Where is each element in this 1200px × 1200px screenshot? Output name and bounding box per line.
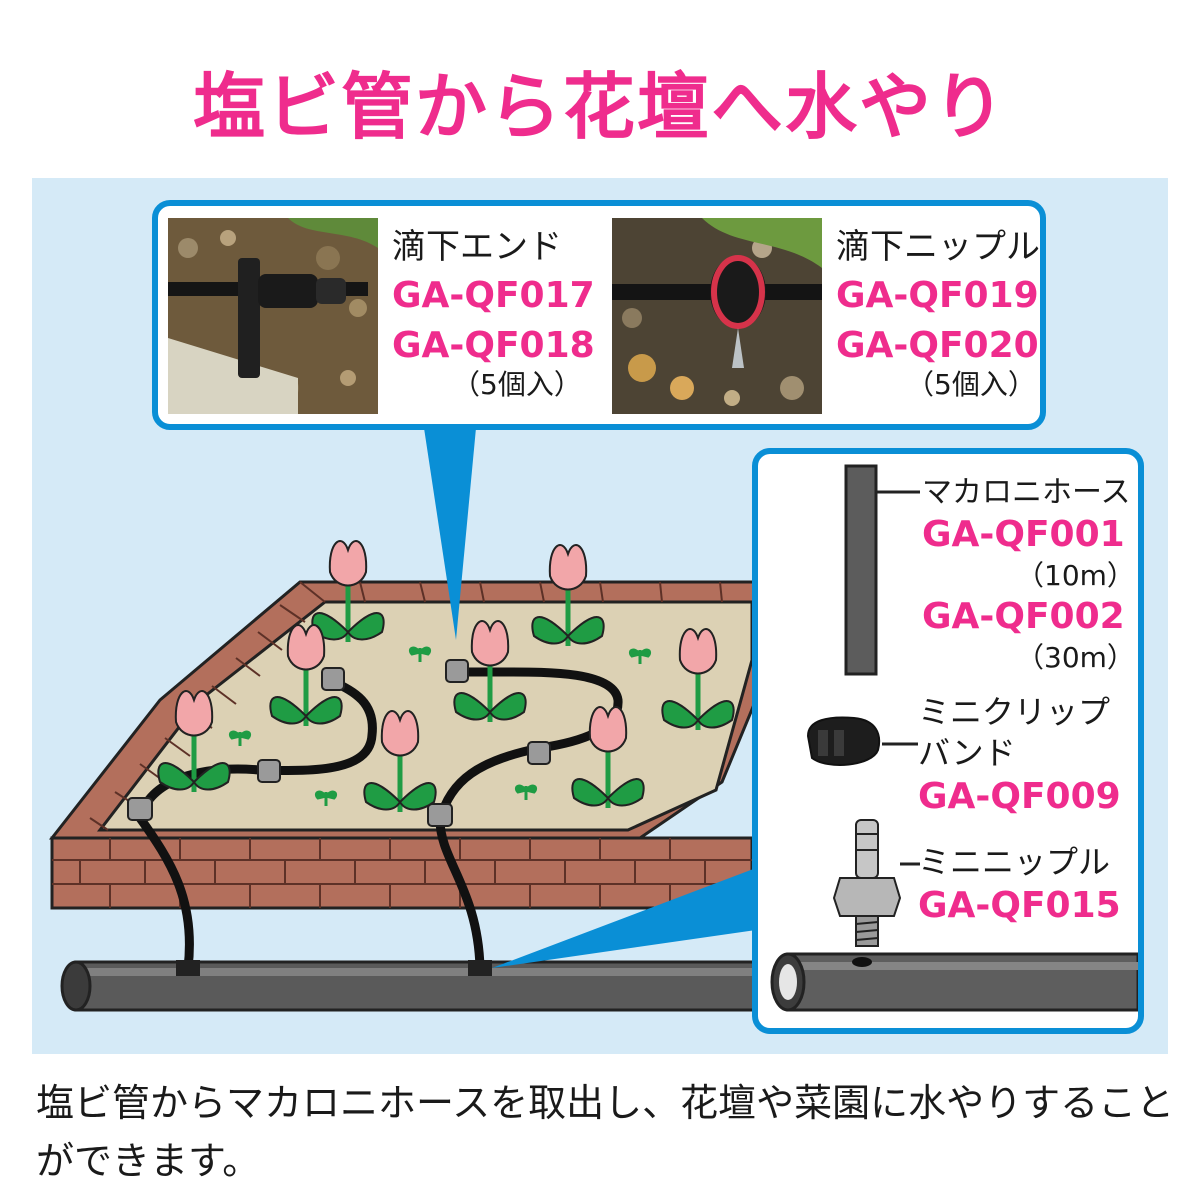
clip-band-icon [806,716,918,766]
tulip-icon [531,544,605,646]
tulip-icon [453,620,527,722]
pvc-pipe-icon [770,952,1138,1012]
drip-nipple-code-2: GA-QF020 [836,324,1039,366]
drip-nipple-info: 滴下ニップル GA-QF019 GA-QF020 （5個入） [836,224,1046,401]
flowerbed-illustration [48,428,762,1012]
mini-nipple-info: ミニニップル GA-QF015 [918,842,1142,929]
drip-nipple-code-1: GA-QF019 [836,274,1039,316]
drip-end-photo [168,218,378,414]
top-callout-pointer [424,428,476,640]
page-title: 塩ビ管から花壇へ水やり [192,65,1007,149]
hose-info: マカロニホース GA-QF001 （10m） GA-QF002 （30m） [922,474,1142,676]
hose-code-2: GA-QF002 [922,596,1125,638]
mini-nipple-icon [832,819,920,947]
drip-nipple-name: 滴下ニップル [836,227,1040,267]
drip-end-name: 滴下エンド [392,227,562,267]
tulips [157,540,735,812]
drip-nipples [127,659,551,827]
clip-name-line-1: ミニクリップ [918,693,1111,731]
drip-end-qty: （5個入） [452,368,582,402]
hose-code-1: GA-QF001 [922,514,1125,556]
drip-nipple-qty: （5個入） [906,368,1036,402]
mini-nipple-name: ミニニップル [918,843,1111,881]
tulip-icon [157,690,231,792]
sprouts [228,646,652,806]
right-callout-pointer [492,868,756,968]
tulip-icon [269,624,343,726]
description-text: 塩ビ管からマカロニホースを取出し、花壇や菜園に水やりすることができます。 [36,1081,1175,1184]
clip-name-line-2: バンド [918,733,1016,772]
clip-info: ミニクリップ バンド GA-QF009 [918,692,1142,820]
drip-nipple-photo [612,218,822,414]
drip-end-code-2: GA-QF018 [392,324,595,366]
hose-name: マカロニホース [922,475,1131,510]
hose-length-1: （10m） [1016,559,1135,593]
clip-code: GA-QF009 [918,775,1121,817]
parts-drawing [770,464,1138,1012]
hose-length-2: （30m） [1016,641,1135,675]
top-callout: 滴下エンド GA-QF017 GA-QF018 （5個入） 滴下ニップル GA-… [152,200,1046,430]
drip-end-code-1: GA-QF017 [392,274,595,316]
tulip-icon [571,706,645,808]
drip-end-info: 滴下エンド GA-QF017 GA-QF018 （5個入） [392,224,602,401]
pvc-pipe-icon [60,960,762,1012]
tulip-icon [661,628,735,730]
tulip-icon [363,710,437,812]
tulip-icon [311,540,385,642]
hose-icon [844,464,920,676]
mini-nipple-code: GA-QF015 [918,884,1121,926]
right-callout: マカロニホース GA-QF001 （10m） GA-QF002 （30m） ミニ… [752,448,1144,1034]
